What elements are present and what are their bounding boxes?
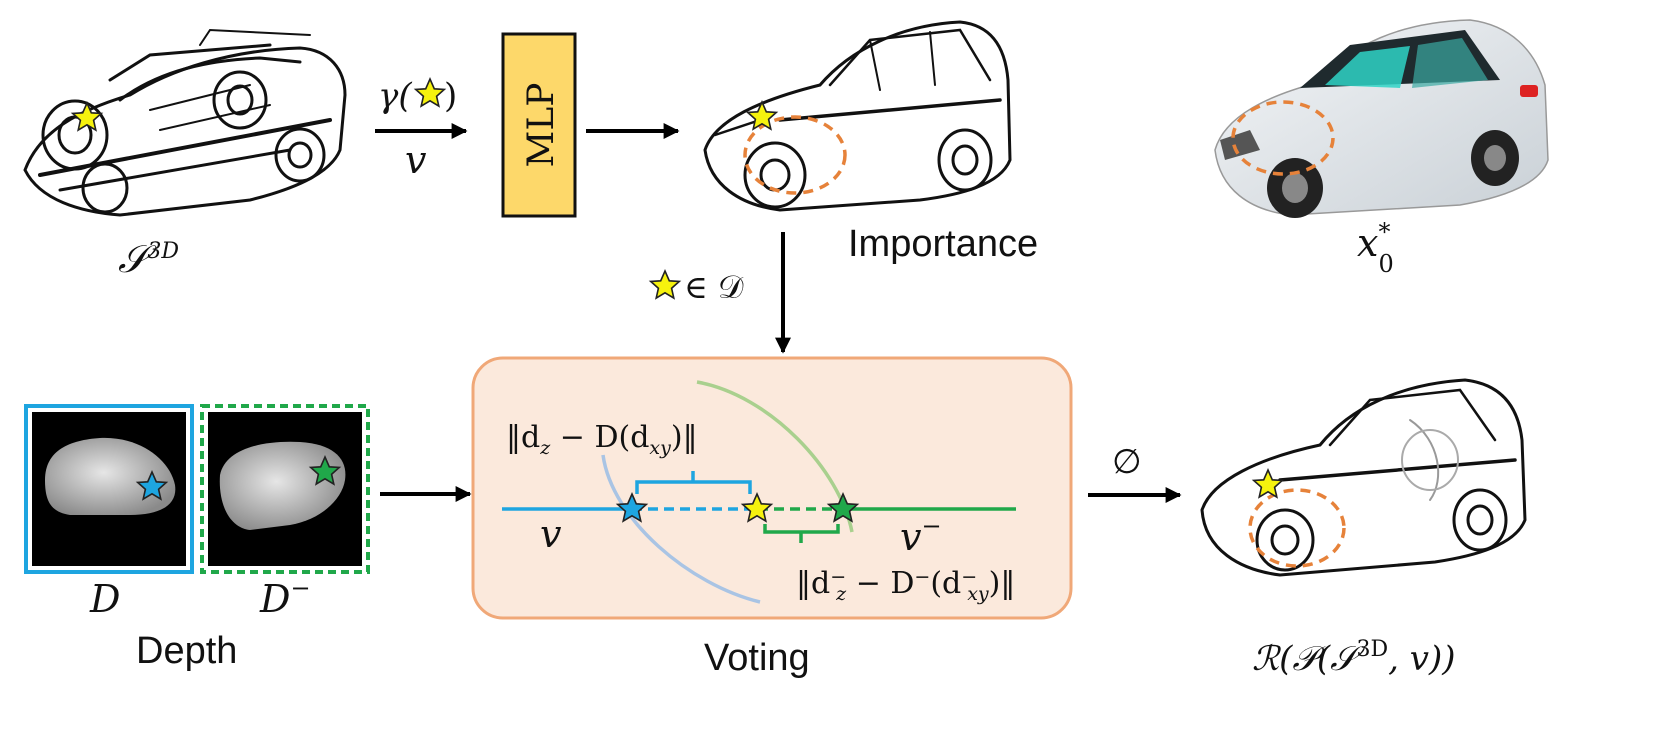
sketch-3d-car-icon bbox=[23, 28, 347, 217]
dz-expression: ‖dz − D(dxy)‖ bbox=[506, 420, 698, 459]
importance-car-icon bbox=[703, 20, 1012, 212]
render-expression: ℛ(𝒫(𝒮3D, v)) bbox=[1252, 637, 1456, 679]
depth-d-label: D bbox=[89, 577, 120, 621]
mlp-box bbox=[501, 32, 577, 218]
importance-label: Importance bbox=[848, 223, 1038, 265]
voting-v-label: v bbox=[540, 512, 562, 556]
generated-car-photo-icon bbox=[1214, 19, 1549, 218]
mlp-label: MLP bbox=[521, 83, 562, 168]
importance-region-ellipse bbox=[743, 115, 847, 195]
empty-set-label: ∅ bbox=[1112, 442, 1142, 482]
gamma-label: γ( bbox=[378, 76, 412, 116]
gamma-star-icon bbox=[414, 78, 446, 107]
voting-label: Voting bbox=[704, 637, 810, 679]
x0-star-label: x*0 bbox=[1357, 218, 1394, 278]
dz-minus-expression: ‖d−z − D−(d−xy)‖ bbox=[796, 566, 1015, 605]
render-star-icon bbox=[1252, 469, 1284, 498]
voting-vminus-label: v− bbox=[900, 512, 942, 559]
sketch-3d-label: 𝒮3D bbox=[118, 237, 179, 281]
blue-brace bbox=[635, 471, 752, 494]
view-v-label: v bbox=[405, 138, 427, 182]
rendered-car-icon bbox=[1200, 378, 1527, 577]
gamma-close: ) bbox=[444, 76, 457, 116]
star-in-d-icon bbox=[649, 270, 681, 299]
voting-blue-curve bbox=[601, 454, 761, 604]
depth-dminus-frame bbox=[200, 404, 370, 574]
photo-region-ellipse bbox=[1231, 100, 1335, 176]
depth-d-shape bbox=[45, 437, 176, 515]
depth-dminus-shape bbox=[219, 441, 346, 530]
depth-label: Depth bbox=[136, 630, 237, 672]
green-brace bbox=[763, 524, 840, 543]
depth-d-frame bbox=[24, 404, 194, 574]
voting-box bbox=[471, 356, 1073, 620]
render-region-ellipse bbox=[1248, 488, 1346, 568]
star-in-d-label: ∈ 𝒟 bbox=[684, 268, 744, 306]
depth-dminus-label: D− bbox=[259, 574, 311, 621]
